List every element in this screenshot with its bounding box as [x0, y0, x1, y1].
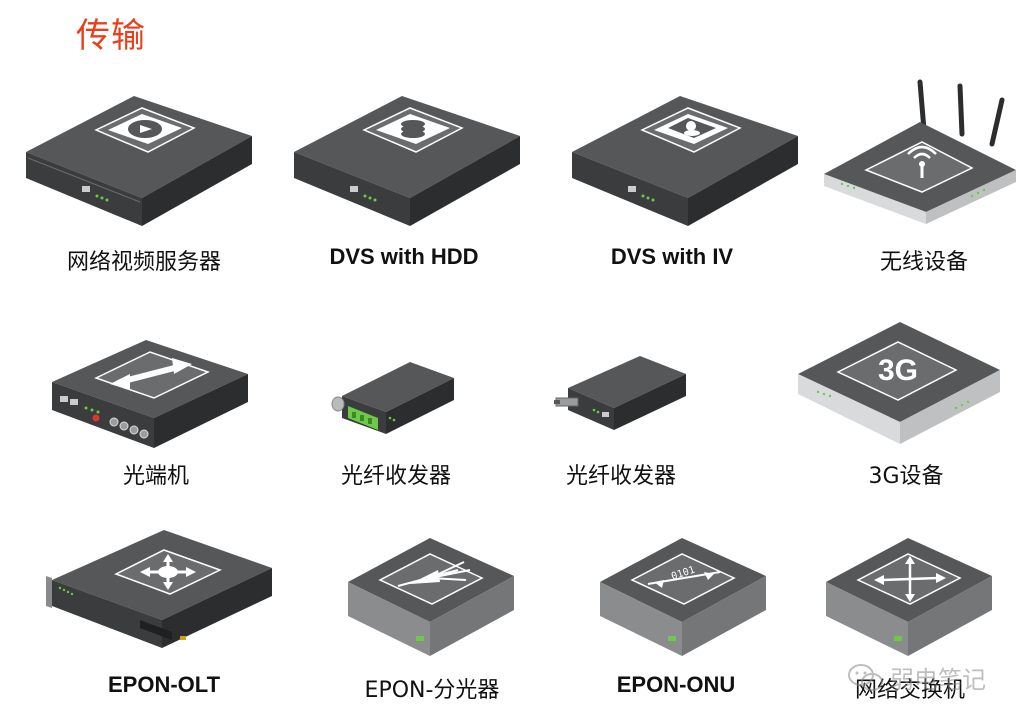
label-dvs-hdd: DVS with HDD — [329, 244, 479, 269]
3g-badge: 3G — [878, 354, 918, 387]
optical-transceiver-icon — [52, 340, 248, 448]
3g-device-icon: 3G — [798, 322, 1000, 444]
video-server-device — [24, 92, 254, 228]
epon-onu-device: 0101 — [598, 536, 768, 658]
label-3g-device: 3G设备 — [868, 464, 944, 489]
watermark-text: 弱电笔记 — [890, 666, 986, 694]
epon-olt-icon — [46, 530, 272, 648]
label-video-server: 网络视频服务器 — [66, 250, 222, 275]
fiber-converter-device-2 — [554, 354, 694, 438]
fiber-media-converter-icon — [554, 356, 686, 430]
label-epon-olt: EPON-OLT — [107, 672, 221, 697]
watermark: 弱电笔记 — [846, 654, 1006, 704]
fiber-converter-device-1 — [330, 360, 460, 438]
epon-splitter-device — [346, 536, 516, 658]
epon-olt-device — [44, 528, 274, 650]
epon-splitter-icon — [348, 538, 514, 656]
label-optical-transceiver: 光端机 — [122, 464, 190, 489]
network-switch-device — [824, 536, 994, 658]
label-epon-splitter: EPON-分光器 — [364, 678, 500, 703]
label-epon-onu: EPON-ONU — [616, 672, 736, 697]
dvs-hdd-icon — [294, 96, 520, 226]
dvs-iv-device — [570, 92, 800, 228]
dvs-iv-icon — [572, 96, 798, 226]
label-fiber-converter-2: 光纤收发器 — [565, 464, 677, 489]
optical-transceiver-device — [50, 338, 250, 450]
video-server-icon — [26, 96, 252, 226]
3g-device: 3G — [796, 318, 1002, 448]
wireless-device — [822, 78, 1018, 228]
label-fiber-converter-1: 光纤收发器 — [340, 464, 452, 489]
dvs-hdd-device — [292, 92, 522, 228]
network-switch-icon — [826, 538, 992, 656]
wireless-device-icon — [824, 79, 1016, 224]
wechat-icon — [848, 664, 883, 691]
label-wireless-device: 无线设备 — [879, 250, 969, 275]
fiber-media-converter-icon — [331, 362, 454, 434]
epon-onu-icon: 0101 — [600, 538, 766, 656]
label-dvs-iv: DVS with IV — [610, 244, 734, 269]
page-title: 传输 — [76, 16, 146, 56]
